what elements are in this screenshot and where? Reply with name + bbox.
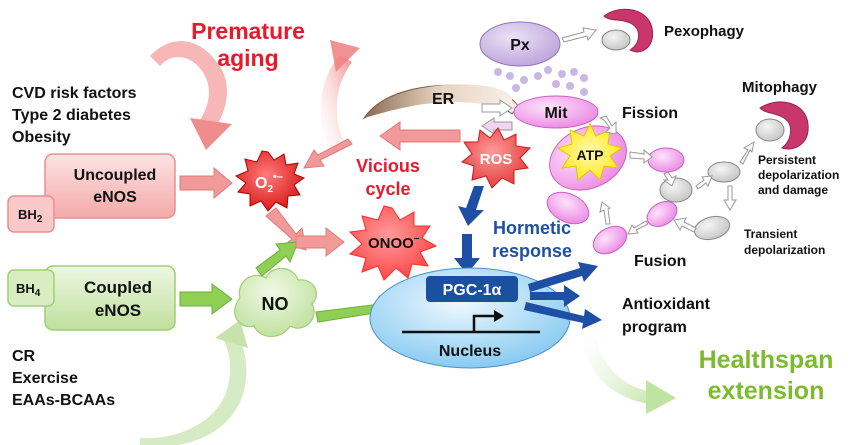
no-label: NO (262, 294, 289, 314)
uncoupled-enos-label-1: Uncoupled (74, 167, 157, 184)
arc-from-risk-factors-head (190, 118, 232, 150)
arrow-coupled-to-no (179, 283, 233, 315)
arrow-mit-to-er (481, 117, 513, 135)
arc-to-healthspan (580, 330, 652, 404)
fusion-label: Fusion (634, 253, 686, 270)
arrow-to-peroxynitrite (295, 226, 345, 258)
promoter-arrow (472, 314, 496, 332)
bh4-label: BH4 (16, 281, 41, 299)
atp-burst (556, 122, 624, 181)
coupled-enos-label-1: Coupled (84, 278, 152, 297)
persistent-line-2: depolarization (758, 168, 839, 182)
intervention-1: CR (12, 348, 36, 365)
atp-label: ATP (577, 147, 604, 163)
arrow-pgc-to-antioxidant (524, 302, 602, 329)
arc-to-healthspan-head (646, 380, 676, 414)
coupled-enos-box (44, 265, 176, 331)
arrow-to-superoxide (303, 138, 353, 169)
no-cloud (234, 267, 317, 338)
arrow-no-to-peroxynitrite (255, 241, 299, 277)
bh2-label: BH2 (18, 207, 43, 225)
ros-label: ROS (480, 151, 513, 168)
arrow-pgc-to-fission (530, 285, 580, 307)
mito-grey-transient (693, 215, 731, 241)
vicious-cycle-line-2: cycle (365, 179, 410, 199)
healthspan-line-1: Healthspan (699, 346, 834, 374)
antioxidant-line-2: program (622, 319, 687, 336)
peroxisome (479, 21, 561, 67)
intervention-3: EAAs-BCAAs (12, 392, 115, 409)
mitochondrion (513, 95, 599, 129)
pgc-box (426, 276, 518, 302)
premature-aging-line-2: aging (217, 45, 278, 71)
mitophagy-label: Mitophagy (742, 79, 818, 96)
px-label: Px (510, 37, 530, 54)
intervention-2: Exercise (12, 370, 78, 387)
arrow-px-to-pexophagy (561, 27, 597, 43)
hormetic-line-2: response (492, 241, 572, 261)
promoter-arrow-head (494, 310, 504, 322)
peroxynitrite-burst (348, 205, 438, 281)
mitophagy-cargo (755, 118, 785, 142)
pexophagy-phagophore (603, 8, 654, 53)
bh4-box (7, 269, 55, 307)
mito-pink-fusion (646, 201, 678, 227)
arc-from-risk-factors (150, 41, 228, 130)
ros-burst (460, 127, 532, 189)
mito-fission-grey (659, 177, 693, 203)
arrow-uncoupled-to-superoxide (179, 166, 233, 200)
px-vesicles (494, 66, 588, 96)
arrow-ros-to-er (379, 121, 461, 151)
superoxide-label: O2•– (255, 171, 283, 195)
arrow-ros-down (458, 186, 484, 226)
arrow-mit-to-fission (598, 115, 617, 135)
er-label: ER (432, 91, 455, 108)
bh2-box (7, 195, 55, 233)
arc-to-premature-aging (320, 55, 352, 150)
uncoupled-enos-label-2: eNOS (93, 189, 137, 206)
arc-from-interventions-head (215, 320, 248, 348)
healthspan-line-2: extension (708, 377, 825, 405)
risk-factor-1: CVD risk factors (12, 85, 137, 102)
risk-factor-3: Obesity (12, 129, 71, 146)
transient-line-1: Transient (744, 227, 797, 241)
antioxidant-line-1: Antioxidant (622, 296, 711, 313)
mito-fission-pink (647, 147, 685, 173)
mito-grey-right (707, 161, 741, 183)
arrow-er-to-mit (481, 99, 513, 117)
er-body (364, 84, 512, 118)
superoxide-burst (234, 150, 306, 212)
peroxynitrite-label: ONOO– (368, 233, 420, 252)
arc-to-premature-aging-head (330, 40, 360, 72)
arc-from-interventions (140, 332, 247, 445)
uncoupled-enos-box (44, 153, 176, 219)
mitophagy-phagophore (759, 101, 809, 150)
arrow-to-pgc (454, 234, 480, 274)
nucleus-label: Nucleus (439, 343, 501, 360)
premature-aging-line-1: Premature (191, 18, 305, 44)
fission-label: Fission (622, 105, 678, 122)
arrow-pgc-to-fusion (528, 262, 598, 292)
pexophagy-cargo (601, 29, 631, 51)
persistent-line-1: Persistent (758, 153, 816, 167)
persistent-line-3: and damage (758, 183, 828, 197)
dynamics-arrows (599, 140, 755, 235)
hormetic-line-1: Hormetic (493, 218, 571, 238)
pgc-label: PGC-1α (443, 282, 502, 299)
coupled-enos-label-2: eNOS (95, 301, 141, 320)
mito-left-oval (546, 191, 590, 225)
risk-factor-2: Type 2 diabetes (12, 107, 131, 124)
mito-pink-bottom (592, 225, 628, 255)
pexophagy-label: Pexophagy (664, 23, 745, 40)
mit-label: Mit (544, 105, 568, 122)
vicious-cycle-line-1: Vicious (356, 156, 420, 176)
transient-line-2: depolarization (744, 243, 825, 257)
